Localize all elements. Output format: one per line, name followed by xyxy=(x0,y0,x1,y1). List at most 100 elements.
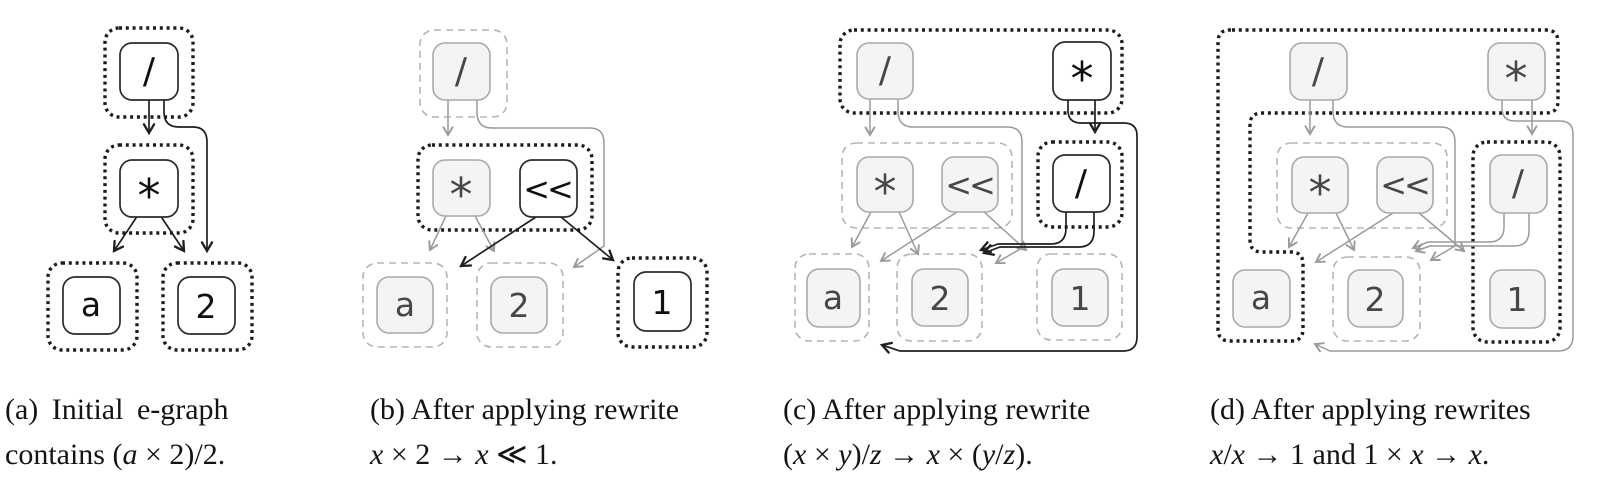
eclass-b-mul-shl xyxy=(416,143,594,232)
enode-c-newdiv-label: / xyxy=(1075,163,1088,204)
eclass-b-one xyxy=(616,256,709,349)
enode-b-two xyxy=(490,276,548,334)
eclass-c-newdiv xyxy=(1036,140,1124,229)
enode-a-two xyxy=(177,276,236,335)
edge-a-mul-to-a xyxy=(112,217,137,253)
edge-b-shl-to-a xyxy=(459,216,537,268)
edge-d-newdiv-to-two-2 xyxy=(1414,212,1530,254)
enode-a-mul-label: * xyxy=(138,169,161,223)
enode-d-two xyxy=(1347,269,1404,328)
edge-b-div-to-two xyxy=(476,99,605,269)
edge-d-mul-to-a xyxy=(1313,99,1574,353)
edge-b-mul-to-two xyxy=(474,215,496,253)
caption-a-line2: contains (a × 2)/2. xyxy=(5,438,226,471)
enode-d-a xyxy=(1232,269,1291,328)
panel-a: / * a 2 xyxy=(46,26,254,352)
edge-c-newmul-to-a xyxy=(879,99,1138,354)
caption-b-line2: x × 2 → x ≪ 1. xyxy=(370,438,558,471)
enode-c-a xyxy=(806,268,861,328)
enode-d-shl-label: << xyxy=(1380,166,1428,204)
edge-b-shl-to-one xyxy=(560,216,615,262)
enode-c-a-label: a xyxy=(823,278,843,317)
eclass-d-newdiv-one xyxy=(1471,140,1562,344)
edge-c-mul-to-a xyxy=(850,211,872,249)
eclass-b-a xyxy=(362,262,448,348)
enode-d-one-label: 1 xyxy=(1507,280,1528,319)
eclass-d-mul-shl xyxy=(1276,142,1448,229)
enode-b-two-label: 2 xyxy=(509,286,530,325)
enode-c-one-label: 1 xyxy=(1070,279,1091,318)
eclass-c-mul-shl xyxy=(841,142,1013,229)
edge-c-shl-to-a xyxy=(879,211,958,263)
enode-c-shl-label: << xyxy=(945,166,993,204)
enode-c-mul xyxy=(856,156,914,213)
enode-c-two xyxy=(911,268,969,327)
enode-c-newmul-label: * xyxy=(1071,52,1094,106)
enode-c-div xyxy=(856,42,914,100)
enode-d-shl xyxy=(1376,156,1434,214)
eclass-b-top-div xyxy=(419,29,508,118)
edge-d-div-to-two xyxy=(1332,99,1456,261)
enode-c-newmul xyxy=(1052,41,1112,101)
enode-d-two-label: 2 xyxy=(1365,280,1386,319)
edge-c-newdiv-to-two-1 xyxy=(978,211,1067,254)
enode-b-one-label: 1 xyxy=(652,283,673,322)
enode-b-a-label: a xyxy=(395,285,415,324)
caption-b-line1: (b) After applying rewrite xyxy=(370,393,680,426)
edge-c-newdiv-to-two-2 xyxy=(981,211,1095,256)
eclass-c-a xyxy=(794,253,870,342)
panel-c: / * * << / a 2 1 xyxy=(794,28,1138,354)
caption-d: (d) After applying rewrites x/x → 1 and … xyxy=(1210,387,1531,477)
panel-d: / * * << / a 2 1 xyxy=(1216,28,1574,353)
edge-c-mul-to-two xyxy=(898,211,920,256)
enode-b-mul xyxy=(432,159,491,217)
eclass-d-merged-div-mul-a xyxy=(1216,28,1560,343)
edge-c-div-to-two xyxy=(897,98,1023,264)
eclass-b-two xyxy=(476,262,564,348)
edge-a-mul-to-two xyxy=(161,217,186,253)
enode-d-mul xyxy=(1487,42,1546,101)
caption-d-line1: (d) After applying rewrites xyxy=(1210,393,1531,426)
caption-d-line2: x/x → 1 and 1 × x → x. xyxy=(1210,438,1490,471)
enode-c-one xyxy=(1051,268,1109,327)
enode-d-one xyxy=(1489,269,1546,329)
enode-a-two-label: 2 xyxy=(196,287,217,326)
eclass-d-two xyxy=(1332,256,1421,342)
eclass-c-one xyxy=(1036,253,1123,341)
enode-a-mul xyxy=(119,159,179,218)
enode-b-shl-label: << xyxy=(523,170,571,208)
caption-b: (b) After applying rewrite x × 2 → x ≪ 1… xyxy=(370,387,679,477)
enode-c-shl xyxy=(941,156,999,213)
enode-a-div-label: / xyxy=(143,51,156,92)
enode-d-div-label: / xyxy=(1312,51,1325,92)
enode-a-div xyxy=(119,42,179,101)
edge-a-div-to-two xyxy=(163,99,214,254)
enode-c-newdiv xyxy=(1052,154,1111,213)
caption-c: (c) After applying rewrite (x × y)/z → x… xyxy=(783,387,1090,477)
enode-b-a xyxy=(376,276,434,334)
enode-b-one xyxy=(633,271,692,332)
caption-a: (a) Initial e-graph contains (a × 2)/2. xyxy=(5,387,229,477)
enode-b-shl xyxy=(519,159,578,218)
eclass-a-top-div xyxy=(103,26,195,119)
enode-d-newdiv xyxy=(1489,154,1548,214)
enode-d-div xyxy=(1289,42,1348,101)
enode-d-a-label: a xyxy=(1251,278,1271,317)
edge-d-shl-to-a xyxy=(1314,212,1394,264)
enode-a-a xyxy=(62,276,121,335)
edge-b-mul-to-a xyxy=(428,215,447,252)
enode-b-div-label: / xyxy=(455,51,468,92)
eclass-a-mul xyxy=(103,143,195,235)
enode-d-mul2-label: * xyxy=(1309,166,1332,220)
enode-a-a-label: a xyxy=(81,285,101,324)
enode-d-mul2 xyxy=(1291,156,1349,214)
enode-b-div xyxy=(432,42,491,101)
edge-d-mul2-to-two xyxy=(1335,212,1356,252)
panel-b: / * << a 2 1 xyxy=(362,29,709,349)
enode-c-mul-label: * xyxy=(874,165,897,219)
caption-a-line1: (a) Initial e-graph xyxy=(5,393,229,426)
enode-c-div-label: / xyxy=(879,50,892,91)
caption-c-line2: (x × y)/z → x × (y/z). xyxy=(783,438,1033,471)
enode-b-mul-label: * xyxy=(450,168,473,222)
